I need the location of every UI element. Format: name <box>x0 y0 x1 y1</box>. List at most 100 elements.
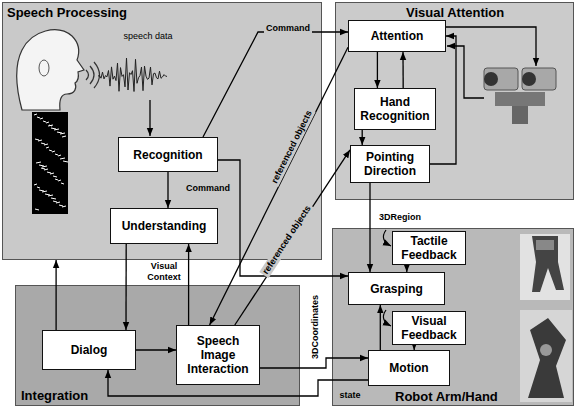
edge-label: Command <box>264 23 312 34</box>
spectrogram-trace <box>49 150 52 151</box>
camera-lens <box>484 72 498 86</box>
connector-arrow <box>188 244 189 325</box>
box-label: Recognition <box>133 148 202 162</box>
box-label: Visual Feedback <box>396 314 462 342</box>
spectrogram-trace <box>44 169 48 170</box>
box-label: Hand Recognition <box>358 95 432 123</box>
spectrogram-trace <box>57 132 62 133</box>
box-label: Pointing Direction <box>354 150 426 178</box>
spectrogram-trace <box>37 117 40 118</box>
spectrogram-trace <box>34 184 37 185</box>
signal-arrow <box>149 100 150 136</box>
robot-hand <box>532 236 564 292</box>
process-box: Attention <box>348 20 446 52</box>
process-box: Speech Image Interaction <box>176 325 260 385</box>
camera-lens <box>522 72 536 86</box>
box-label: Grasping <box>370 282 423 296</box>
spectrogram-trace <box>34 114 37 115</box>
connector-arrow <box>136 349 176 350</box>
box-label: Attention <box>371 29 424 43</box>
spectrogram-trace <box>45 194 50 195</box>
box-label: Understanding <box>122 219 207 233</box>
spectrogram-trace <box>51 198 56 199</box>
camera-head <box>495 92 545 106</box>
process-box: Visual Feedback <box>392 311 466 345</box>
process-box: Grasping <box>348 272 445 305</box>
spectrogram-trace <box>55 179 58 180</box>
spectrogram-trace <box>56 202 60 203</box>
spectrogram-trace <box>35 209 39 210</box>
spectrogram-trace <box>39 165 44 166</box>
connector-arrow <box>380 305 381 350</box>
spectrogram-trace <box>46 147 49 148</box>
spectrogram-trace <box>36 162 41 163</box>
spectrogram-trace <box>44 144 48 145</box>
panel-title: Speech Processing <box>7 5 127 20</box>
robot-wrist <box>536 240 554 250</box>
spectrogram-trace <box>58 180 61 181</box>
spectrogram-trace <box>37 187 40 188</box>
robot-arm-photo <box>520 310 572 402</box>
spectrogram-trace <box>46 122 49 123</box>
box-label: Tactile Feedback <box>396 234 462 262</box>
spectrogram-trace <box>61 183 64 184</box>
robot-hand-photo <box>520 234 570 300</box>
panel-title: Visual Attention <box>406 5 504 20</box>
panel-title: Integration <box>21 388 88 403</box>
spectrogram-trace <box>40 118 43 119</box>
spectrogram-trace <box>54 129 59 130</box>
spectrogram-trace <box>48 125 53 126</box>
spectrogram-trace <box>60 158 65 159</box>
spectrogram-trace <box>55 154 58 155</box>
spectrogram-trace <box>60 133 65 134</box>
spectrogram-trace <box>42 191 47 192</box>
process-box: Recognition <box>118 137 218 172</box>
process-box: Motion <box>368 350 450 386</box>
spectrogram-trace <box>43 121 46 122</box>
box-label: Speech Image Interaction <box>180 334 256 376</box>
spectrogram-trace <box>53 201 57 202</box>
connector-arrow <box>362 130 363 145</box>
spectrogram-trace <box>42 166 47 167</box>
photo-ground <box>520 310 572 402</box>
spectrogram-trace <box>41 168 45 169</box>
spectrogram <box>32 112 68 214</box>
photo-ground <box>520 234 570 300</box>
robot-joint <box>540 344 552 356</box>
spectrogram-trace <box>51 128 56 129</box>
edge-label: Command <box>184 183 232 194</box>
spectrogram-trace <box>48 195 53 196</box>
edge-label: 3DRegion <box>377 212 423 223</box>
spectrogram-trace <box>58 155 61 156</box>
spectrogram-pattern <box>34 114 68 210</box>
connector-arrow <box>369 183 370 272</box>
illustration-caption: speech data <box>121 31 174 42</box>
camera-stand <box>512 106 528 124</box>
connector-arrow <box>402 52 404 88</box>
connector-arrow <box>377 52 378 88</box>
spectrogram-trace <box>50 173 54 174</box>
spectrogram-trace <box>62 136 66 137</box>
connector-arrow <box>125 244 126 330</box>
spectrogram-trace <box>63 161 68 162</box>
spectrogram-trace <box>52 151 55 152</box>
process-box: Understanding <box>110 208 218 244</box>
head-ear <box>39 60 49 76</box>
subsystem-panel: Integration Dialog Speech Image Interactio… <box>15 285 300 406</box>
spectrogram-trace <box>47 172 51 173</box>
spectrogram-trace <box>62 206 66 207</box>
process-box: Dialog <box>42 330 136 370</box>
spectrogram-trace <box>59 205 63 206</box>
edge-label: Visual Context <box>145 261 183 283</box>
panel-title: Robot Arm/Hand <box>395 389 498 404</box>
process-box: Hand Recognition <box>354 88 436 130</box>
spectrogram-trace <box>41 143 45 144</box>
connector-arrow <box>55 260 56 330</box>
process-box: Pointing Direction <box>350 145 430 183</box>
spectrogram-trace <box>38 140 42 141</box>
box-label: Motion <box>389 361 428 375</box>
spectrogram-trace <box>35 139 39 140</box>
edge-label: 3DCoordinates <box>310 293 321 361</box>
edge-label: state <box>337 390 362 401</box>
robot-arm <box>528 318 566 398</box>
